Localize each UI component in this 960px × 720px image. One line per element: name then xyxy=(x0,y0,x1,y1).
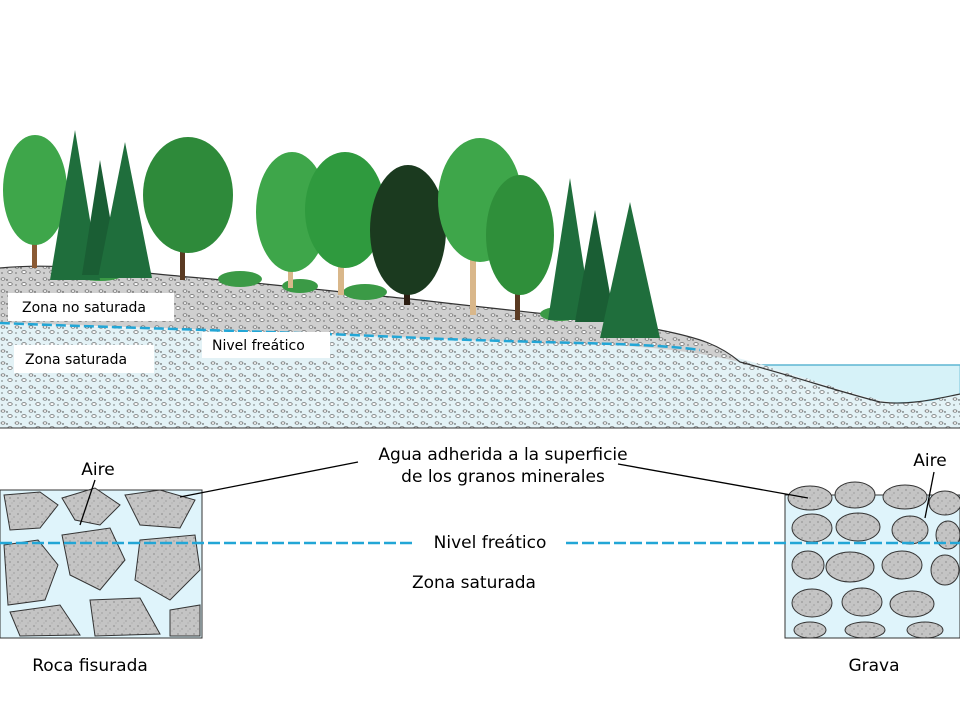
unsaturated-ground xyxy=(0,266,740,362)
landscape-cross-section xyxy=(0,130,960,429)
leader-lines xyxy=(79,461,935,526)
saturated-zone-text-top: Zona saturada xyxy=(25,352,127,368)
tree-dark xyxy=(370,165,446,305)
fissured-rock-label: Roca fisurada xyxy=(32,656,148,676)
tree xyxy=(143,137,233,280)
trees xyxy=(3,135,554,320)
unsaturated-zone-label: Zona no saturada xyxy=(8,293,174,321)
water-table-text-top: Nivel freático xyxy=(212,338,305,354)
pine-trees xyxy=(50,130,660,338)
saturated-zone-label-top: Zona saturada xyxy=(14,345,154,373)
water-adhered-label-line2: de los granos minerales xyxy=(401,467,605,487)
fissured-rock-detail xyxy=(0,487,203,639)
tree xyxy=(305,152,385,295)
water-table-line-landscape xyxy=(0,321,701,352)
air-label-left: Aire xyxy=(81,460,114,480)
gravel-label: Grava xyxy=(848,656,899,676)
water-table-label-detail: Nivel freático xyxy=(434,533,547,553)
gravel-detail xyxy=(784,481,960,639)
air-label-right: Aire xyxy=(913,451,946,471)
saturated-zone-label-detail: Zona saturada xyxy=(412,573,536,593)
unsaturated-zone-text: Zona no saturada xyxy=(22,300,146,316)
tree xyxy=(3,135,67,268)
tree xyxy=(486,175,554,320)
water-adhered-label-line1: Agua adherida a la superficie xyxy=(378,445,627,465)
water-table-label-top: Nivel freático xyxy=(202,332,330,358)
